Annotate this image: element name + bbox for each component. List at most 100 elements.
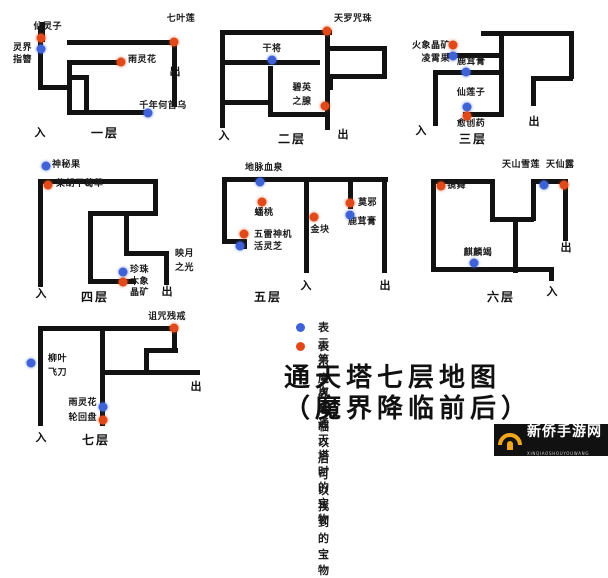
wall — [382, 177, 387, 273]
floor-name: 五层 — [253, 290, 283, 304]
wall — [67, 110, 145, 115]
treasure-label: 莫邪 — [358, 198, 378, 208]
wall — [304, 177, 309, 273]
wall — [268, 66, 273, 116]
wall — [382, 46, 387, 78]
treasure-marker-red — [320, 101, 330, 111]
wall — [531, 76, 536, 106]
treasure-label: 神秘果 — [52, 160, 81, 170]
wall — [38, 179, 158, 184]
treasure-marker-blue — [143, 108, 153, 118]
treasure-label: 柴胡干葛草 — [56, 179, 104, 189]
wall — [172, 40, 177, 107]
treasure-label: 飞刀 — [48, 368, 68, 378]
treasure-marker-red — [559, 180, 569, 190]
watermark-sub: XINQIAOSHOUYOUWANG — [527, 451, 590, 456]
wall — [220, 100, 272, 105]
exit-marker: 出 — [190, 380, 202, 393]
treasure-label: 映月 — [175, 249, 195, 259]
wall — [242, 239, 247, 249]
treasure-label: 晶矿 — [130, 288, 150, 298]
entrance-marker: 入 — [546, 285, 558, 298]
treasure-label: 仙灵子 — [33, 22, 62, 32]
treasure-marker-blue — [345, 210, 355, 220]
wall — [531, 76, 573, 81]
wall — [100, 370, 200, 375]
treasure-marker-red — [43, 180, 53, 190]
wall — [88, 211, 93, 283]
floor-map-3: 火象晶矿 凌霄果 鹿茸膏 仙莲子 愈创药 入 出 三层 — [405, 0, 608, 150]
treasure-marker-red — [436, 181, 446, 191]
treasure-label: 蟠桃 — [254, 208, 274, 218]
treasure-marker-blue — [255, 177, 265, 187]
floor-name: 二层 — [277, 132, 307, 146]
watermark: 新侨手游网 XINQIAOSHOUYOUWANG — [494, 424, 608, 456]
wall — [172, 326, 177, 352]
floor-map-6: 天山雪莲 天仙露 镜舞 麒麟竭 入 出 六层 — [405, 155, 608, 305]
wall — [88, 279, 136, 284]
treasure-label: 金块 — [310, 225, 330, 235]
treasure-label: 地脉血泉 — [244, 163, 284, 173]
red-dot-icon — [296, 342, 305, 351]
treasure-label: 灵界 — [12, 43, 32, 53]
treasure-marker-blue — [461, 67, 471, 77]
treasure-label: 雨灵花 — [128, 55, 157, 65]
floor-map-1: 仙灵子 灵界 指簪 七叶莲 雨灵花 千年何首乌 入 出 一层 — [0, 0, 210, 150]
wall — [447, 53, 503, 58]
treasure-label: 火象晶矿 — [411, 41, 450, 51]
wall — [463, 112, 503, 117]
wall — [563, 179, 568, 241]
wall — [124, 251, 168, 256]
title-line-2: （魔界降临前后） — [284, 394, 533, 424]
treasure-label: 镜舞 — [447, 181, 467, 191]
wall — [38, 326, 43, 426]
wall — [431, 179, 495, 184]
wall — [144, 348, 149, 372]
treasure-marker-blue — [462, 102, 472, 112]
treasure-marker-red — [118, 277, 128, 287]
wall — [67, 60, 72, 114]
wall — [124, 211, 129, 255]
entrance-marker: 入 — [34, 126, 46, 139]
floor-map-7: 诅咒残戒 柳叶 飞刀 雨灵花 轮回盘 入 出 七层 — [0, 300, 220, 456]
treasure-marker-blue — [267, 55, 277, 65]
treasure-label: 之光 — [175, 263, 195, 273]
treasure-marker-blue — [41, 161, 51, 171]
exit-marker: 出 — [528, 115, 540, 128]
treasure-label: 珍珠 — [130, 265, 150, 275]
treasure-marker-red — [169, 37, 179, 47]
page-title: 通天塔七层地图 （魔界降临前后） — [284, 363, 574, 425]
treasure-marker-red — [322, 26, 332, 36]
wall — [268, 112, 330, 117]
treasure-label: 天山雪莲 — [502, 160, 541, 170]
wall — [67, 75, 89, 80]
wall — [325, 30, 330, 130]
wall — [490, 217, 534, 222]
exit-marker: 出 — [379, 279, 391, 292]
treasure-label: 天仙露 — [546, 160, 575, 170]
treasure-marker-blue — [118, 267, 128, 277]
floor-name: 一层 — [90, 126, 120, 140]
wall — [513, 217, 518, 273]
exit-marker: 出 — [161, 285, 173, 298]
blue-dot-icon — [296, 323, 305, 332]
treasure-label: 鹿茸膏 — [348, 217, 377, 227]
treasure-marker-blue — [36, 44, 46, 54]
treasure-label: 愈创药 — [456, 119, 486, 129]
treasure-label: 柳叶 — [48, 354, 68, 364]
wall — [38, 85, 72, 90]
wall — [144, 348, 178, 353]
treasure-label: 活灵芝 — [254, 242, 283, 252]
wall — [88, 211, 158, 216]
wall — [220, 30, 225, 128]
treasure-label: 轮回盘 — [68, 413, 97, 423]
wall — [100, 326, 105, 426]
treasure-label: 指簪 — [12, 55, 32, 65]
watermark-name: 新侨手游网 — [527, 424, 602, 440]
treasure-label: 诅咒残戒 — [148, 312, 187, 322]
treasure-marker-red — [169, 323, 179, 333]
treasure-label: 干将 — [262, 44, 282, 54]
floor-name: 六层 — [486, 290, 516, 304]
exit-marker: 出 — [169, 65, 181, 78]
wall — [38, 179, 43, 287]
